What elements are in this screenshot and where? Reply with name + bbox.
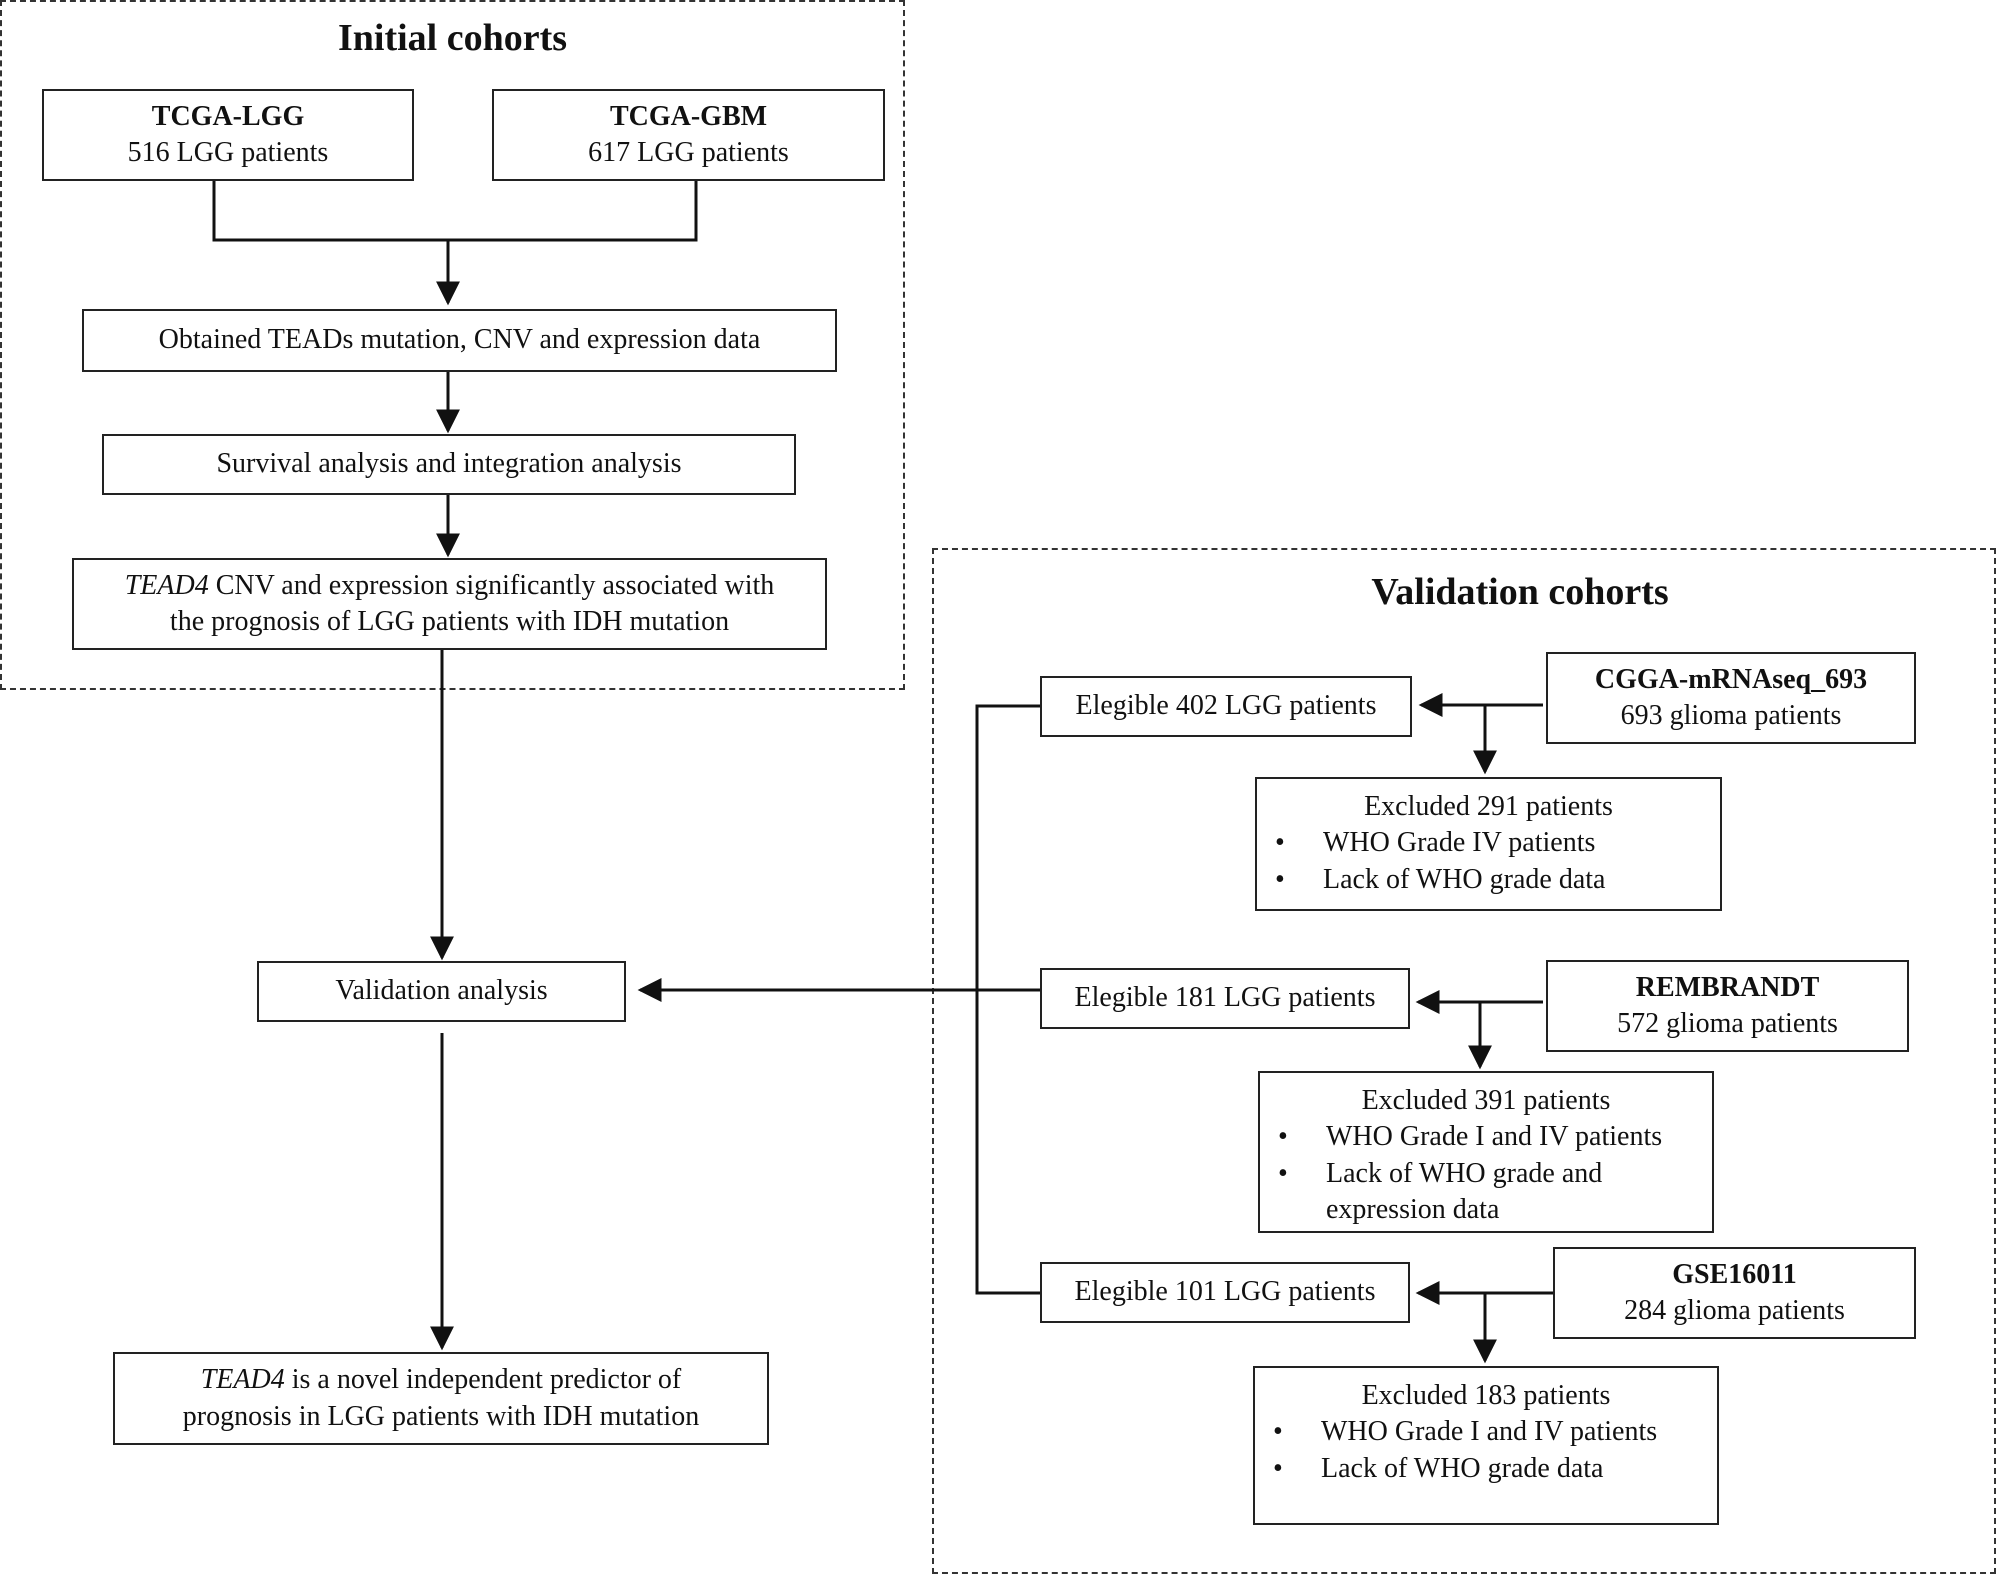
conclusion-line2: prognosis in LGG patients with IDH mutat…	[182, 1400, 700, 1432]
initial-cohorts-frame	[0, 0, 905, 690]
validation-cohorts-title: Validation cohorts	[1371, 571, 1669, 613]
gse16011-name: GSE16011	[1672, 1258, 1797, 1290]
gse16011-reason-1: • WHO Grade I and IV patients	[1273, 1414, 1717, 1450]
cgga-reason-2-text: Lack of WHO grade data	[1323, 863, 1606, 895]
eligible-collector-line	[975, 704, 1040, 1295]
cgga-source-box: CGGA-mRNAseq_693 693 glioma patients	[1546, 652, 1916, 744]
gse16011-reason-2: • Lack of WHO grade data	[1273, 1451, 1717, 1487]
tcga-lgg-box: TCGA-LGG 516 LGG patients	[42, 89, 414, 181]
conclusion-line1: TEAD4 is a novel independent predictor o…	[201, 1362, 682, 1398]
initial-cohorts-title: Initial cohorts	[337, 17, 568, 59]
cgga-name: CGGA-mRNAseq_693	[1594, 663, 1868, 695]
cgga-reason-1: • WHO Grade IV patients	[1275, 825, 1720, 861]
rembrandt-count: 572 glioma patients	[1617, 1008, 1838, 1039]
cgga-excluded-title: Excluded 291 patients	[1364, 791, 1613, 822]
survival-analysis-box: Survival analysis and integration analys…	[102, 434, 796, 495]
cgga-eligible-text: Elegible 402 LGG patients	[1075, 690, 1377, 722]
gse16011-eligible-text: Elegible 101 LGG patients	[1074, 1276, 1376, 1308]
rembrandt-name: REMBRANDT	[1635, 971, 1820, 1003]
validation-analysis-text: Validation analysis	[335, 975, 548, 1007]
validation-analysis-box: Validation analysis	[257, 961, 626, 1022]
gse16011-reason-1-text: WHO Grade I and IV patients	[1321, 1416, 1658, 1448]
tcga-merge-line	[212, 180, 698, 242]
tcga-gbm-box: TCGA-GBM 617 LGG patients	[492, 89, 885, 181]
validation-cohorts-frame	[932, 548, 1996, 1574]
cgga-excluded-box: Excluded 291 patients • WHO Grade IV pati…	[1255, 777, 1722, 911]
gse16011-reason-2-text: Lack of WHO grade data	[1321, 1452, 1604, 1484]
rembrandt-eligible-box: Elegible 181 LGG patients	[1040, 968, 1410, 1029]
tcga-lgg-count: 516 LGG patients	[127, 137, 329, 168]
tead4-gene: TEAD4	[124, 569, 209, 601]
rembrandt-excluded-title: Excluded 391 patients	[1361, 1085, 1611, 1116]
rembrandt-reason-2: • Lack of WHO grade and expression data	[1278, 1156, 1712, 1229]
bullet: •	[1278, 1157, 1288, 1189]
tead4-association-box: TEAD4 CNV and expression significantly a…	[72, 558, 827, 650]
rembrandt-reason-1-text: WHO Grade I and IV patients	[1326, 1121, 1663, 1153]
cgga-count: 693 glioma patients	[1620, 700, 1842, 731]
rembrandt-eligible-text: Elegible 181 LGG patients	[1074, 982, 1376, 1014]
tcga-gbm-count: 617 LGG patients	[588, 137, 789, 168]
bullet: •	[1278, 1121, 1288, 1153]
rembrandt-source-box: REMBRANDT 572 glioma patients	[1546, 960, 1909, 1052]
gse16011-excluded-box: Excluded 183 patients • WHO Grade I and I…	[1253, 1366, 1719, 1525]
gse16011-count: 284 glioma patients	[1624, 1295, 1845, 1326]
gse16011-excluded-title: Excluded 183 patients	[1361, 1380, 1611, 1411]
survival-analysis-text: Survival analysis and integration analys…	[216, 448, 682, 480]
tead4-association-line1: TEAD4 CNV and expression significantly a…	[125, 568, 775, 604]
obtained-data-box: Obtained TEADs mutation, CNV and express…	[82, 309, 837, 372]
cgga-reason-2: • Lack of WHO grade data	[1275, 862, 1720, 898]
tead4-association-line1-rest: CNV and expression significantly associa…	[208, 569, 775, 601]
gse16011-eligible-box: Elegible 101 LGG patients	[1040, 1262, 1410, 1323]
bullet: •	[1275, 827, 1285, 859]
rembrandt-excluded-box: Excluded 391 patients • WHO Grade I and I…	[1258, 1071, 1714, 1233]
obtained-data-text: Obtained TEADs mutation, CNV and express…	[158, 324, 761, 356]
conclusion-gene: TEAD4	[200, 1364, 285, 1396]
bullet: •	[1275, 863, 1285, 895]
tcga-lgg-name: TCGA-LGG	[151, 100, 305, 132]
tcga-gbm-name: TCGA-GBM	[609, 100, 768, 132]
gse16011-source-box: GSE16011 284 glioma patients	[1553, 1247, 1916, 1339]
bullet: •	[1273, 1416, 1283, 1448]
cgga-reason-1-text: WHO Grade IV patients	[1323, 827, 1596, 859]
rembrandt-reason-1: • WHO Grade I and IV patients	[1278, 1119, 1712, 1155]
bullet: •	[1273, 1452, 1283, 1484]
conclusion-line1-rest: is a novel independent predictor of	[284, 1364, 682, 1396]
cgga-eligible-box: Elegible 402 LGG patients	[1040, 676, 1412, 737]
rembrandt-reason-2-text: Lack of WHO grade and expression data	[1326, 1157, 1603, 1226]
tead4-association-line2: the prognosis of LGG patients with IDH m…	[169, 606, 730, 637]
conclusion-box: TEAD4 is a novel independent predictor o…	[113, 1352, 769, 1445]
